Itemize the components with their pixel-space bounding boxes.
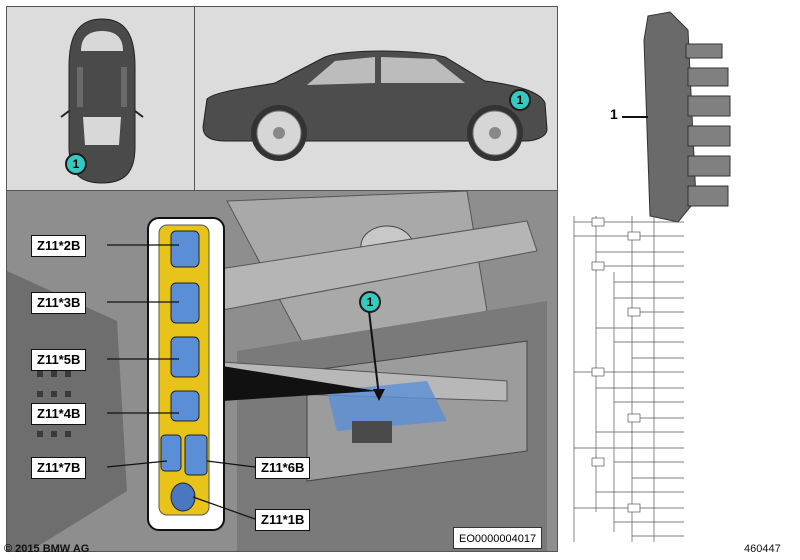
part-leader-line [622, 116, 648, 118]
connector-holder-illustration [158, 224, 210, 516]
junction-box-illustration [643, 11, 731, 223]
engine-bay-panel: Z11*2B Z11*3B Z11*5B Z11*4B Z11*7B Z11*6… [6, 190, 558, 552]
part-number-label: 1 [610, 106, 618, 122]
copyright: © 2015 BMW AG [4, 543, 90, 555]
connector-label-z11-7b: Z11*7B [31, 457, 87, 479]
connector-label-z11-5b: Z11*5B [31, 349, 87, 371]
diagram-code: EO0000004017 [459, 533, 537, 545]
engine-bay-callout: 1 [359, 291, 381, 313]
top-view-callout: 1 [65, 153, 87, 175]
wiring-schematic [573, 216, 684, 542]
top-view-panel: 1 [6, 6, 196, 192]
side-view-callout: 1 [509, 89, 531, 111]
connector-label-z11-2b: Z11*2B [31, 235, 87, 257]
connector-label-z11-3b: Z11*3B [31, 292, 87, 314]
diagram-code-box: EO0000004017 [453, 527, 543, 549]
label-leader-lines [106, 244, 256, 520]
figure-number: 460447 [744, 543, 781, 555]
connector-label-z11-4b: Z11*4B [31, 403, 87, 425]
side-view-panel: 1 [194, 6, 558, 192]
car-top-view-illustration [60, 18, 144, 184]
connector-label-z11-6b: Z11*6B [255, 457, 311, 479]
connector-label-z11-1b: Z11*1B [255, 509, 311, 531]
car-side-view-illustration [202, 50, 548, 161]
